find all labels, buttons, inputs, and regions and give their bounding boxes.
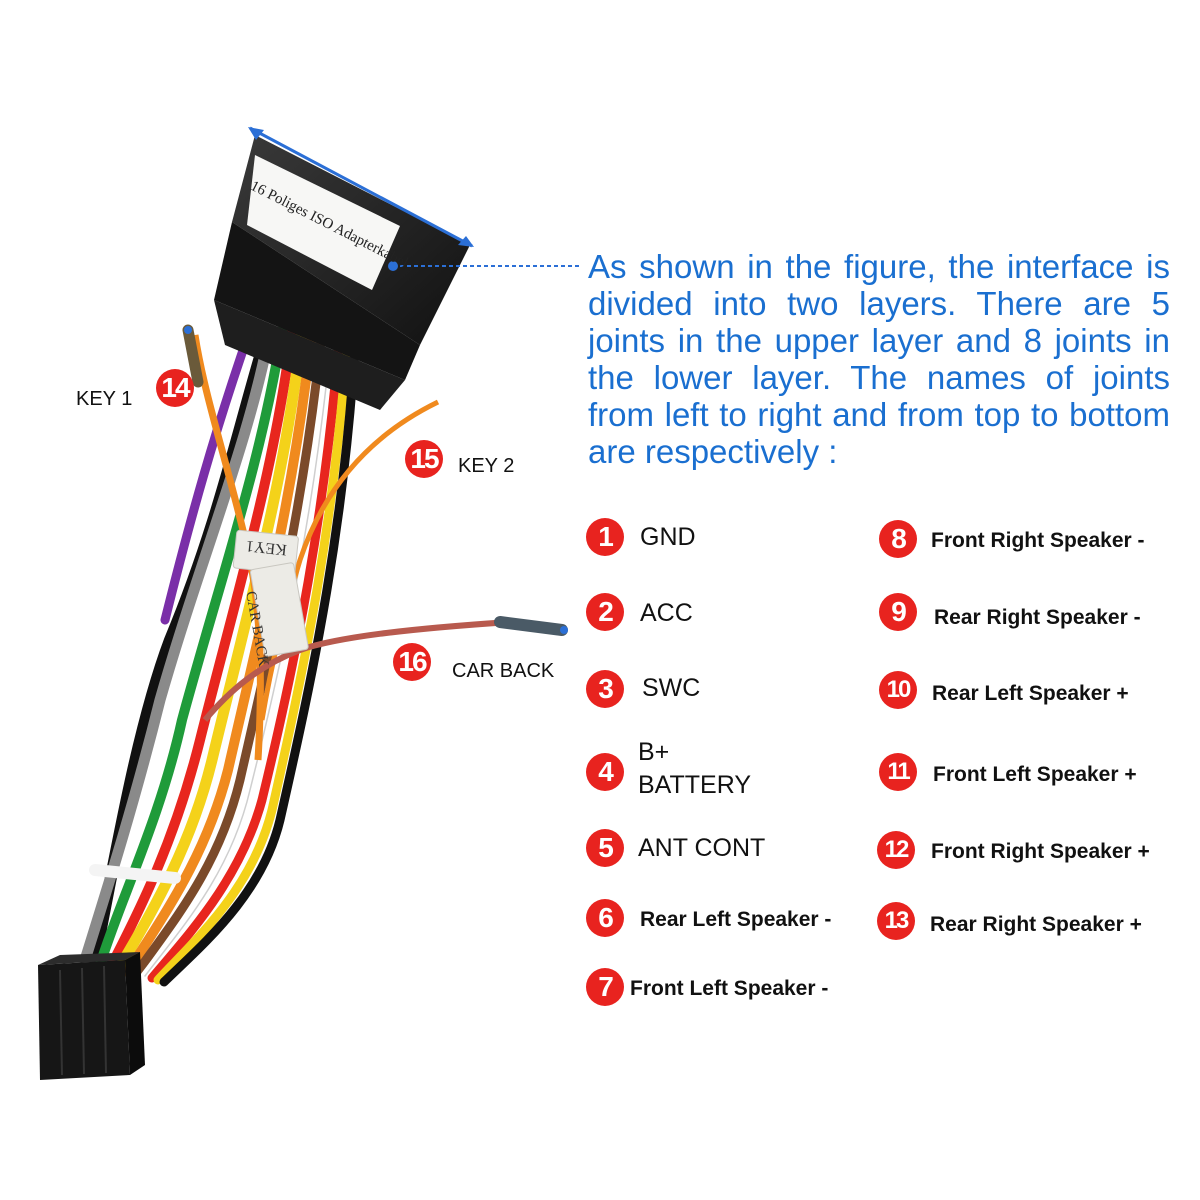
key1-wire-tip [182, 324, 204, 388]
wire-14-label: KEY 1 [76, 388, 133, 410]
pin-7-label: Front Left Speaker - [630, 977, 829, 1000]
pin-3-badge: 3 [586, 670, 624, 708]
pin-1-badge: 1 [586, 518, 624, 556]
pin-4-badge: 4 [586, 753, 624, 791]
pin-10-label: Rear Left Speaker + [932, 682, 1129, 705]
pin-4-label-line1: B+ [638, 738, 670, 766]
pin-13-badge: 13 [877, 902, 915, 940]
pin-11-label: Front Left Speaker + [933, 763, 1137, 786]
wire-16-badge: 16 [393, 643, 431, 681]
wire-15-label: KEY 2 [458, 455, 515, 477]
key1-wire-end [184, 326, 192, 334]
pin-7-badge: 7 [586, 968, 624, 1006]
pin-2-badge: 2 [586, 593, 624, 631]
wire-16-label: CAR BACK [452, 660, 555, 682]
pin-6-badge: 6 [586, 899, 624, 937]
connector-label-plate [247, 155, 400, 290]
pin-4-label-line2: BATTERY [638, 771, 751, 799]
iso-connector [214, 126, 474, 410]
wire-14-badge: 14 [156, 369, 194, 407]
pin-12-label: Front Right Speaker + [931, 840, 1150, 863]
car-back-tag [249, 562, 309, 657]
pin-2-label: ACC [640, 599, 693, 627]
connector-width-arrow [249, 126, 473, 248]
pin-5-label: ANT CONT [638, 834, 766, 862]
pin-5-badge: 5 [586, 829, 624, 867]
pin-10-badge: 10 [879, 671, 917, 709]
pin-12-badge: 12 [877, 831, 915, 869]
car-back-wire-end [560, 626, 568, 634]
leader-dot [388, 261, 398, 271]
pin-6-label: Rear Left Speaker - [640, 908, 832, 931]
pin-9-label: Rear Right Speaker - [934, 606, 1141, 629]
pin-8-label: Front Right Speaker - [931, 529, 1145, 552]
pin-13-label: Rear Right Speaker + [930, 913, 1142, 936]
pin-11-badge: 11 [879, 753, 917, 791]
pin-8-badge: 8 [879, 520, 917, 558]
cable-tie [89, 864, 181, 884]
wire-bundle [79, 324, 361, 987]
wire-15-badge: 15 [405, 440, 443, 478]
pin-3-label: SWC [642, 674, 701, 702]
pin-1-label: GND [640, 523, 696, 551]
description-text: As shown in the figure, the interface is… [588, 248, 1170, 470]
pin-9-badge: 9 [879, 593, 917, 631]
bottom-connector [38, 952, 145, 1080]
car-back-wire-tip [494, 616, 568, 636]
